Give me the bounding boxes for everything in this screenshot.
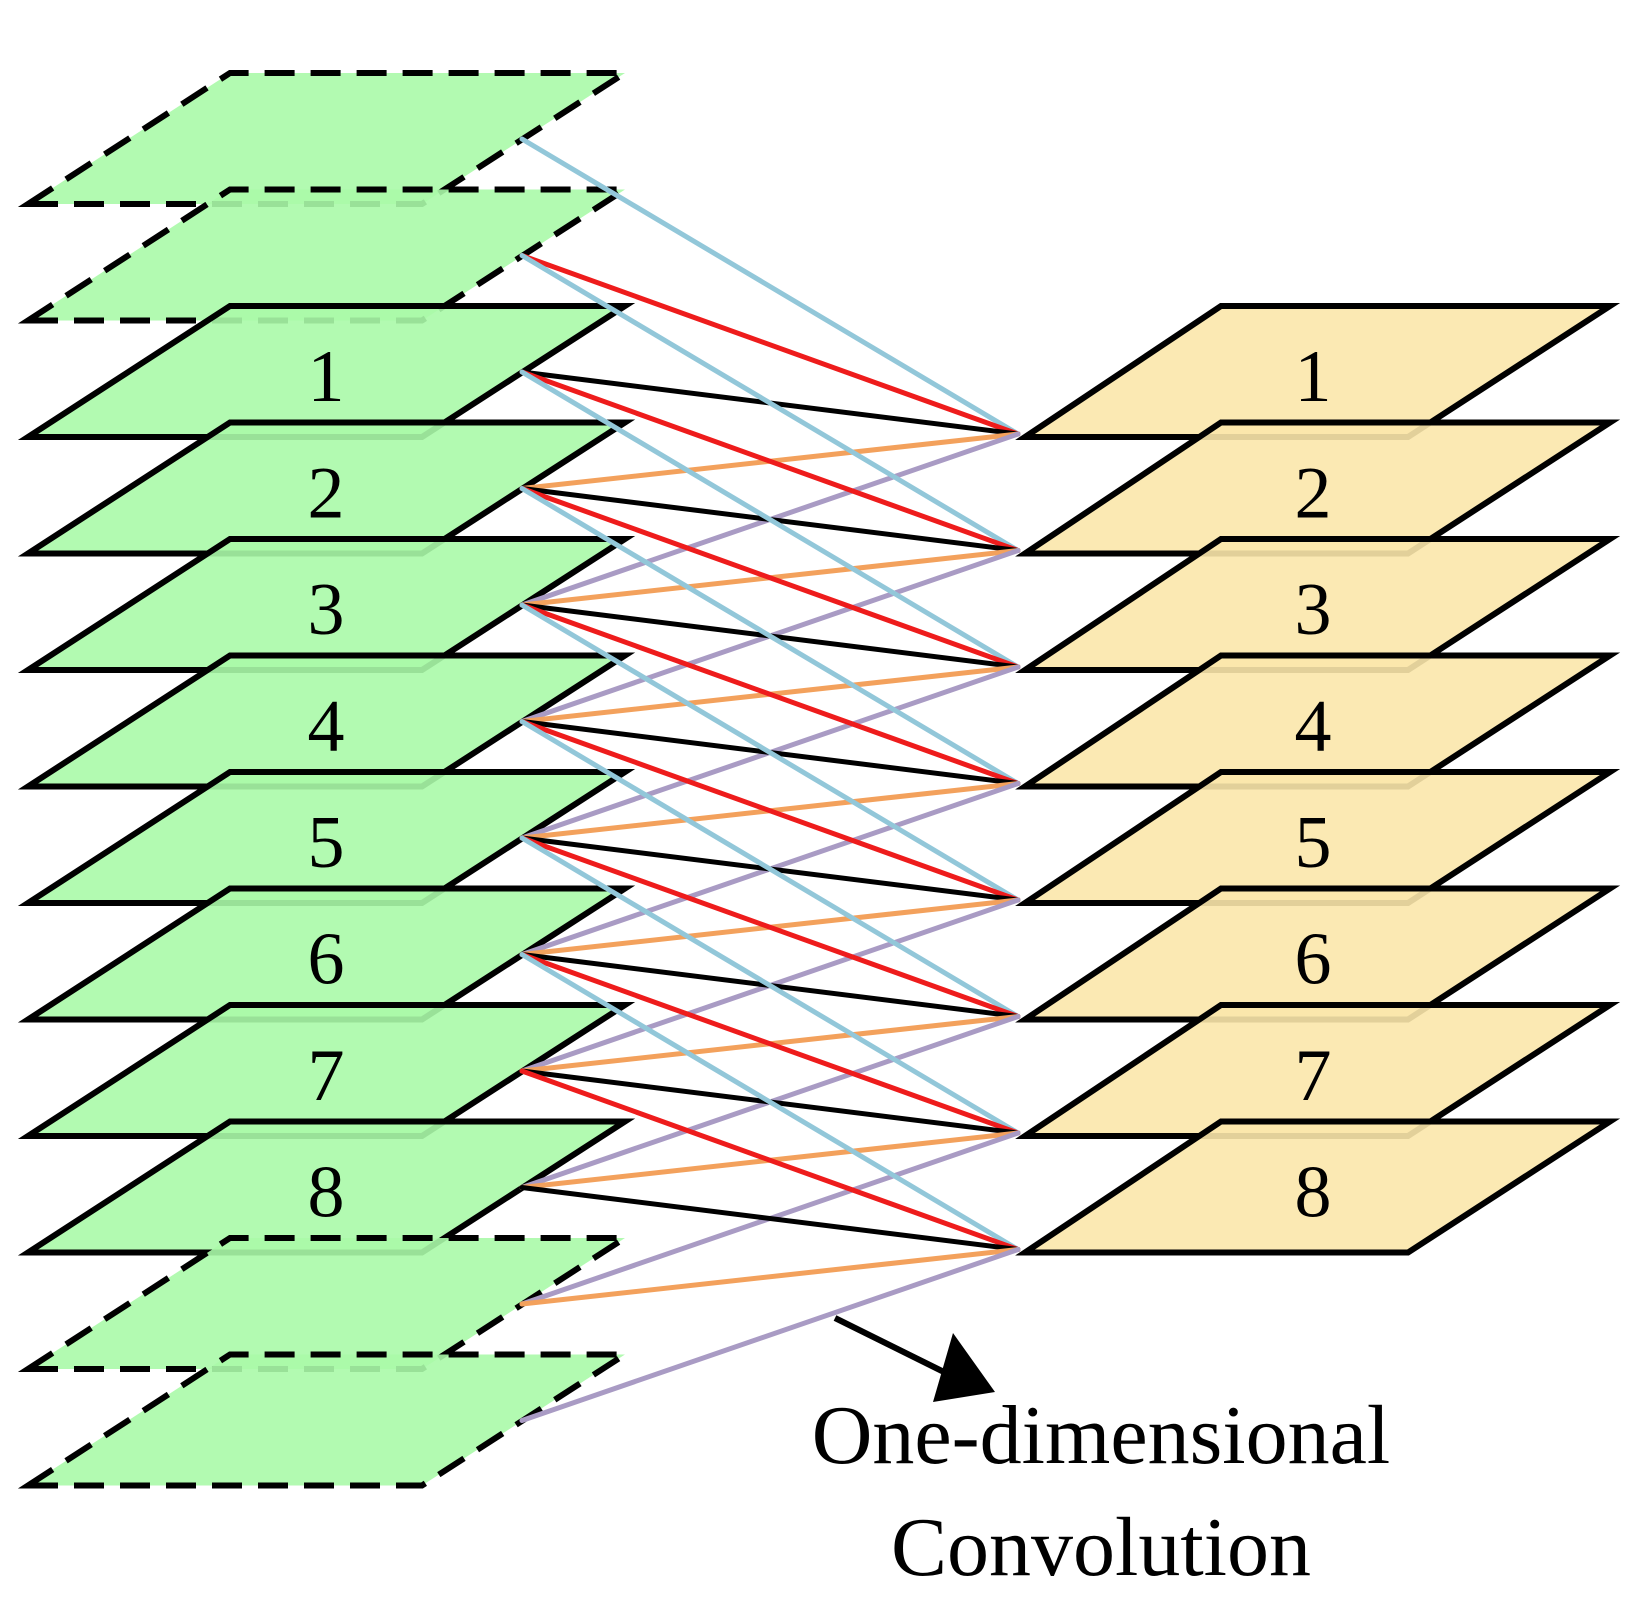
input-layer-label: 4 bbox=[308, 686, 345, 768]
kernel-connection bbox=[519, 835, 1021, 1136]
input-layer-stack: 1 2 3 4 5 6 7 8 bbox=[17, 70, 636, 1489]
kernel-connections bbox=[519, 136, 1021, 1423]
kernel-connection bbox=[519, 253, 1021, 437]
output-layer-label: 3 bbox=[1295, 569, 1332, 651]
kernel-connection bbox=[519, 952, 1021, 1136]
output-layer-stack: 1 2 3 4 5 6 7 8 bbox=[1015, 303, 1621, 1256]
input-layer-label: 5 bbox=[308, 802, 345, 884]
kernel-connection bbox=[519, 369, 1021, 670]
input-layer-label: 3 bbox=[308, 569, 345, 651]
kernel-connection bbox=[519, 1247, 1021, 1423]
caption-arrow-head bbox=[933, 1333, 995, 1402]
caption-line-2: Convolution bbox=[891, 1501, 1311, 1594]
kernel-connection bbox=[519, 602, 1021, 903]
input-layer-label: 6 bbox=[308, 919, 345, 1001]
kernel-connection bbox=[519, 719, 1021, 903]
padding-input-layer bbox=[17, 1235, 636, 1372]
input-layer-label: 2 bbox=[308, 453, 345, 535]
output-layer-label: 1 bbox=[1295, 336, 1332, 418]
kernel-connection bbox=[519, 136, 1021, 437]
kernel-connection bbox=[519, 486, 1021, 786]
kernel-connection bbox=[519, 369, 1021, 553]
output-layer-label: 2 bbox=[1295, 453, 1332, 535]
kernel-connection bbox=[519, 952, 1021, 1252]
kernel-connection bbox=[519, 602, 1021, 786]
output-layer-label: 7 bbox=[1295, 1035, 1332, 1117]
input-layer-label: 1 bbox=[308, 336, 345, 418]
kernel-connection bbox=[519, 1185, 1021, 1252]
output-layer-label: 5 bbox=[1295, 802, 1332, 884]
padding-input-layer bbox=[17, 1351, 636, 1489]
kernel-connection bbox=[519, 1068, 1021, 1252]
kernel-connection bbox=[519, 719, 1021, 1019]
padding-input-layer bbox=[17, 186, 636, 324]
output-layer-label: 4 bbox=[1295, 686, 1332, 768]
output-layer-8 bbox=[1015, 1118, 1621, 1256]
caption-arrow-shaft bbox=[833, 1315, 952, 1378]
kernel-connection bbox=[519, 835, 1021, 1019]
output-layer-label: 8 bbox=[1295, 1152, 1332, 1234]
kernel-connection bbox=[519, 486, 1021, 670]
caption-group: One-dimensional Convolution bbox=[812, 1315, 1391, 1594]
input-layer-label: 7 bbox=[308, 1035, 345, 1117]
kernel-connection bbox=[519, 1247, 1021, 1307]
kernel-connection bbox=[519, 253, 1021, 553]
input-layer-label: 8 bbox=[308, 1152, 345, 1234]
output-layer-label: 6 bbox=[1295, 919, 1332, 1001]
padding-input-layer bbox=[17, 70, 636, 207]
caption-line-1: One-dimensional bbox=[812, 1389, 1391, 1482]
